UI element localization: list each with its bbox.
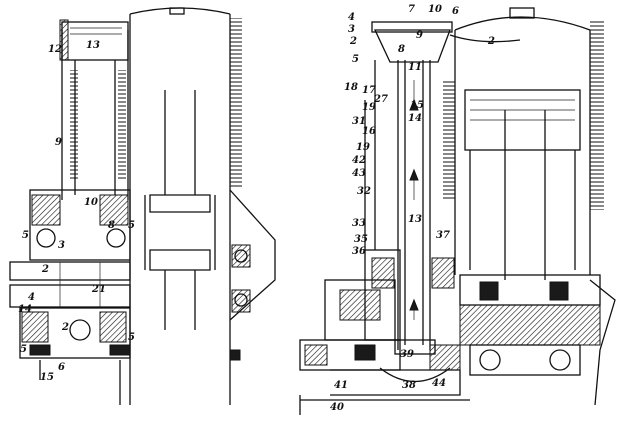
ref-label: 38 — [402, 380, 416, 391]
ref-label: 14 — [18, 304, 32, 315]
ref-label: 9 — [416, 30, 423, 41]
ref-label: 16 — [362, 126, 376, 137]
ref-label: 32 — [357, 186, 371, 197]
ref-label: 35 — [354, 234, 368, 245]
ref-label: 8 — [398, 44, 405, 55]
ref-label: 2 — [41, 264, 49, 275]
ref-label: 10 — [84, 197, 98, 208]
ref-label: 6 — [452, 6, 459, 17]
figure-left — [9, 7, 276, 405]
ref-label: 6 — [58, 362, 65, 373]
ref-label: 44 — [432, 378, 446, 389]
ref-label: 27 — [373, 94, 388, 105]
ref-label: 11 — [408, 62, 422, 73]
ref-label: 33 — [352, 218, 366, 229]
ref-label: 7 — [408, 4, 415, 15]
ref-label: 3 — [58, 240, 65, 251]
ref-label: 42 — [352, 155, 366, 166]
ref-label: 12 — [48, 44, 62, 55]
ref-label: 19 — [362, 102, 376, 113]
ref-label: 8 — [108, 220, 115, 231]
ref-label: 14 — [408, 113, 422, 124]
ref-label: 18 — [344, 82, 358, 93]
ref-label: 2 — [487, 36, 495, 47]
ref-label: 9 — [55, 137, 62, 148]
ref-label: 41 — [334, 380, 348, 391]
ref-label: 5 — [128, 220, 135, 231]
ref-label: 43 — [352, 168, 366, 179]
ref-label: 40 — [330, 402, 344, 413]
ref-label: 39 — [400, 349, 414, 360]
ref-label: 15 — [410, 100, 424, 111]
ref-label: 19 — [356, 142, 370, 153]
ref-label: 13 — [86, 40, 100, 51]
ref-label: 13 — [408, 214, 422, 225]
ref-label: 5 — [20, 344, 27, 355]
ref-label: 2 — [61, 322, 69, 333]
ref-label: 10 — [428, 4, 442, 15]
ref-label: 17 — [362, 85, 376, 96]
ref-label: 5 — [128, 332, 135, 343]
ref-label: 5 — [22, 230, 29, 241]
ref-label: 21 — [91, 284, 106, 295]
figure-right — [299, 7, 616, 415]
ref-label: 4 — [348, 12, 355, 23]
ref-label: 37 — [436, 230, 450, 241]
ref-label: 4 — [28, 292, 35, 303]
ref-label: 2 — [349, 36, 357, 47]
ref-label: 31 — [352, 116, 366, 127]
ref-label: 36 — [352, 246, 366, 257]
ref-label: 15 — [40, 372, 54, 383]
ref-label: 5 — [352, 54, 359, 65]
ref-label: 3 — [348, 24, 355, 35]
